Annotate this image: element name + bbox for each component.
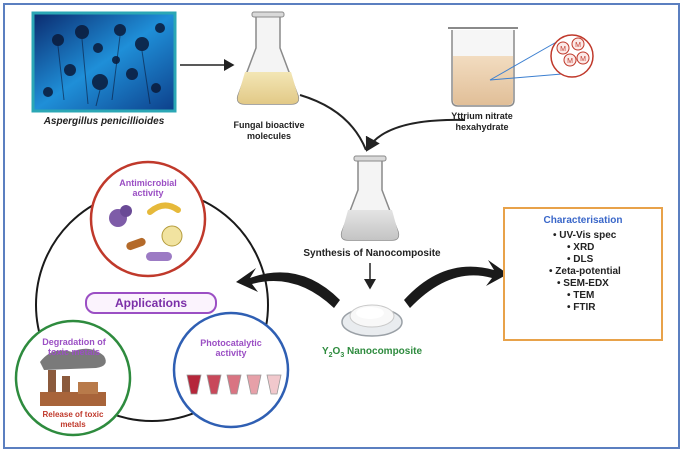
technique-item: • Zeta-potential: [549, 266, 621, 277]
product-sub1: 2: [328, 352, 333, 359]
fungal-molecules-label: Fungal bioactive molecules: [218, 120, 320, 142]
zoom-lines: [489, 39, 563, 81]
product-label: Y2O3 Nanocomposite: [300, 346, 444, 359]
degradation-line1: Degradation of: [42, 337, 106, 347]
yttrium-label-line2: hexahydrate: [455, 122, 509, 132]
technique-item: • FTIR: [567, 302, 596, 313]
yttrium-label: Yttrium nitrate hexahydrate: [433, 111, 531, 133]
arrow-to-characterisation: [404, 260, 508, 308]
release-line2: metals: [60, 420, 86, 429]
technique-item: • XRD: [567, 242, 595, 253]
yttrium-beaker-icon: [448, 27, 518, 107]
organism-label: Aspergillus penicillioides: [43, 116, 165, 127]
synthesis-label: Synthesis of Nanocomposite: [303, 248, 441, 259]
fungal-label-line1: Fungal bioactive: [233, 120, 305, 130]
photocatalytic-circle: [172, 311, 290, 429]
characterisation-title: Characterisation: [543, 215, 623, 226]
yttrium-label-line1: Yttrium nitrate: [451, 111, 513, 121]
characterisation-box: Characterisation • UV-Vis spec • XRD • D…: [503, 207, 663, 341]
photocatalytic-line2: activity: [215, 348, 247, 358]
merge-arrow: [299, 94, 466, 152]
technique-item: • TEM: [567, 290, 595, 301]
product-mid: O: [332, 346, 341, 357]
technique-item: • SEM-EDX: [557, 278, 609, 289]
applications-label: Applications: [85, 292, 217, 314]
petri-dish-icon: [341, 304, 403, 337]
fungal-label-line2: molecules: [246, 131, 292, 141]
molecule-letter: M: [560, 46, 566, 53]
photocatalytic-line1: Photocatalytic: [200, 338, 262, 348]
synthesis-flask-icon: [340, 155, 400, 241]
release-line1: Release of toxic: [42, 410, 104, 419]
product-sub2: 3: [340, 352, 345, 359]
degradation-label: Degradation of toxic metals: [28, 337, 120, 357]
arrow-to-applications: [236, 268, 340, 308]
technique-item: • UV-Vis spec: [553, 230, 617, 241]
technique-item: • DLS: [567, 254, 594, 265]
fungal-flask-icon: [236, 11, 300, 105]
antimicrobial-line2: activity: [132, 188, 164, 198]
molecule-letter: M: [567, 58, 573, 65]
degradation-line2: toxic metals: [47, 347, 101, 357]
antimicrobial-label: Antimicrobial activity: [110, 178, 186, 198]
degradation-circle: [14, 319, 132, 437]
molecule-letter: M: [575, 42, 581, 49]
antimicrobial-circle: [89, 160, 207, 278]
photocatalytic-label: Photocatalytic activity: [190, 338, 272, 358]
product-suffix: Nanocomposite: [344, 346, 423, 357]
release-label: Release of toxic metals: [30, 410, 116, 430]
product-prefix: Y: [321, 346, 329, 357]
antimicrobial-line1: Antimicrobial: [119, 178, 177, 188]
molecule-letter: M: [580, 56, 586, 63]
fungus-micrograph: [31, 11, 177, 113]
molecule-icon: M M M M: [550, 34, 594, 78]
